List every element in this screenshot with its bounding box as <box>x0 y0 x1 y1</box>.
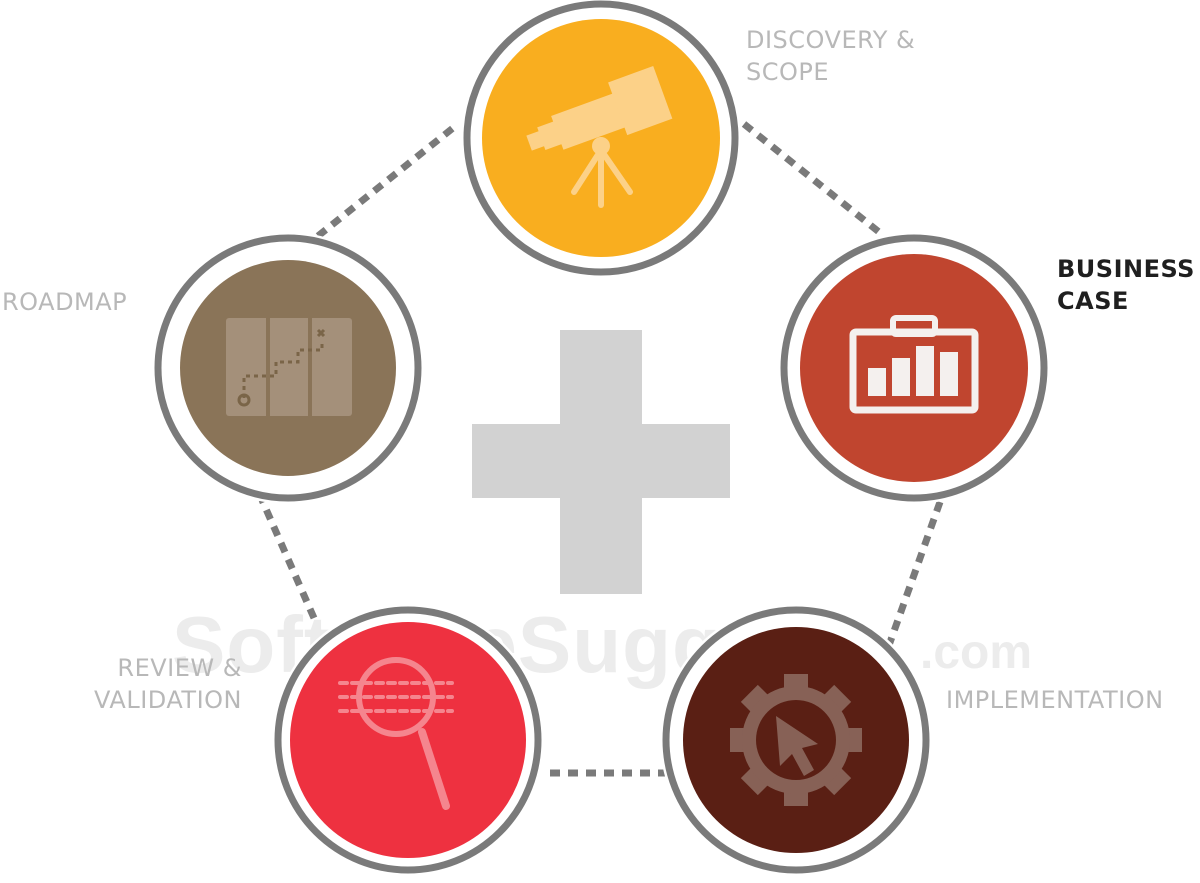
stage-label-implementation: IMPLEMENTATION <box>946 684 1164 716</box>
connector-business-implementation <box>884 500 944 650</box>
gear-cursor-icon <box>730 674 862 806</box>
stage-business-disc <box>800 254 1028 482</box>
briefcase-chart-icon <box>849 315 979 414</box>
stage-label-line: REVIEW & <box>117 654 242 682</box>
connector-discovery-business <box>741 121 887 239</box>
stage-label-discovery: DISCOVERY & SCOPE <box>746 24 915 88</box>
telescope-icon <box>526 66 673 208</box>
stage-review-validation[interactable] <box>272 604 544 876</box>
stage-label-business-case: BUSINESS CASE <box>1057 253 1195 317</box>
watermark-suffix: .com <box>920 626 1032 679</box>
map-icon <box>226 318 352 416</box>
stage-business-case[interactable] <box>778 232 1050 504</box>
stage-label-line: VALIDATION <box>94 686 242 714</box>
dotted-connectors <box>258 121 944 777</box>
stage-implementation[interactable] <box>660 604 932 876</box>
stage-label-roadmap: ROADMAP <box>2 286 127 318</box>
stage-label-line: BUSINESS <box>1057 255 1195 283</box>
stage-label-line: SCOPE <box>746 58 830 86</box>
stage-label-review-validation: REVIEW & VALIDATION <box>72 652 242 716</box>
plus-icon <box>472 330 730 594</box>
connector-review-roadmap <box>258 498 318 620</box>
stage-label-line: ROADMAP <box>2 288 128 316</box>
stage-label-line: IMPLEMENTATION <box>946 686 1164 714</box>
stage-roadmap[interactable] <box>152 232 424 504</box>
connector-roadmap-discovery <box>315 121 461 239</box>
stage-label-line: DISCOVERY & <box>746 26 916 54</box>
magnifier-icon <box>338 657 454 810</box>
stage-label-line: CASE <box>1057 287 1129 315</box>
stage-review-disc <box>290 622 526 858</box>
stage-discovery[interactable] <box>463 0 739 276</box>
